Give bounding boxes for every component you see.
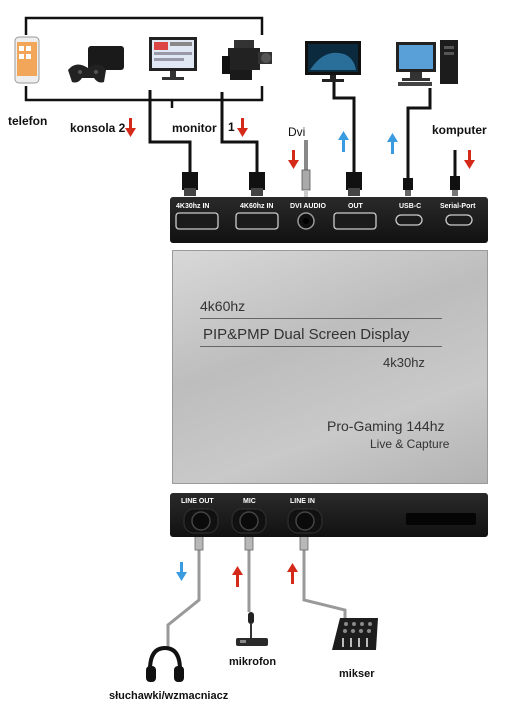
headphones-icon [146,645,184,682]
computer-icon [396,40,458,86]
port-label-4k60: 4K60hz IN [240,203,274,210]
monitor-icon [149,37,197,80]
top-port-panel [170,197,488,243]
arrow-in-linein [287,563,298,584]
arrow-out-computer [387,133,398,154]
bottom-port-sockets [183,508,476,534]
port-label-serial: Serial-Port [440,203,476,210]
hdmi-cable-in2 [220,92,259,172]
audio-cable-linein [302,530,347,618]
face-text-progaming: Pro-Gaming 144hz [327,418,445,434]
device-group-bracket [24,16,264,108]
microphone-icon [236,612,268,646]
port-label-line-out: LINE OUT [181,498,214,505]
face-text-title: PIP&PMP Dual Screen Display [203,326,410,343]
arrow-in-console [125,118,136,137]
arrow-in-mic [232,566,243,587]
arrow-out-display [338,131,349,152]
label-monitor-number: 1 [228,120,235,134]
port-label-4k30: 4K30hz IN [176,203,210,210]
face-divider-top [200,318,442,319]
port-label-out: OUT [348,203,363,210]
camcorder-icon [222,40,272,80]
port-label-mic: MIC [243,498,256,505]
arrow-out-lineout [176,562,187,581]
label-console: konsola 2 [70,121,126,135]
label-mixer: mikser [339,668,375,680]
port-label-dvi-audio: DVI AUDIO [290,203,326,210]
face-text-4k30: 4k30hz [383,355,425,370]
audio-jack-dvi [301,140,311,198]
audio-cable-lineout [166,530,201,650]
phone-icon [14,36,40,84]
label-microphone: mikrofon [229,656,277,668]
top-port-sockets [175,212,473,230]
port-label-line-in: LINE IN [290,498,315,505]
display-icon [305,41,361,82]
hdmi-cable-in1 [148,90,192,172]
face-text-live-capture: Live & Capture [370,437,450,451]
label-dvi: Dvi [288,125,306,139]
label-phone: telefon [8,114,48,128]
mixer-icon [332,618,378,650]
device-front-face [172,250,488,484]
serial-plug [450,150,460,196]
usb-cable [406,88,432,178]
hdmi-plug-2 [249,172,265,196]
arrow-in-serial [464,150,475,169]
hdmi-plug-out [346,172,362,196]
label-headphones: słuchawki/wzmacniacz [109,690,229,702]
game-console-icon [68,46,124,83]
arrow-in-dvi [288,150,299,169]
hdmi-cable-out [332,80,356,172]
label-computer: komputer [432,123,487,137]
face-text-4k60: 4k60hz [200,298,246,314]
hdmi-plug-1 [182,172,198,196]
port-label-usbc: USB-C [399,203,422,210]
usbc-plug [403,178,413,196]
face-divider-bottom [200,346,442,347]
label-monitor: monitor [172,121,217,135]
arrow-in-monitor [237,118,248,137]
